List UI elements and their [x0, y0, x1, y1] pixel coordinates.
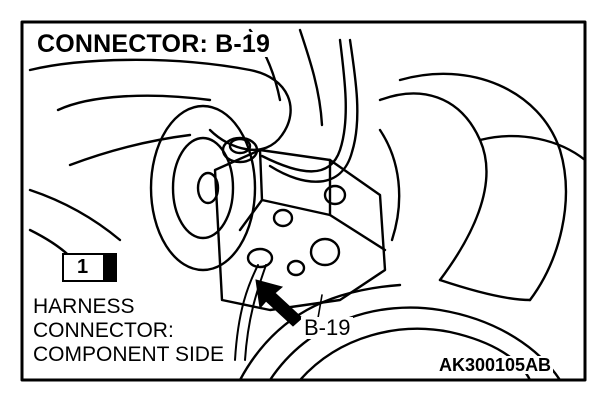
pump-body: [213, 148, 387, 312]
reference-number: 1: [77, 256, 89, 278]
hose: [378, 92, 488, 282]
reference-box-bar: [103, 255, 115, 280]
connector-arrow: [255, 279, 303, 327]
reference-number-box: 1: [62, 253, 117, 282]
pipe: [260, 38, 347, 173]
diagram-title: CONNECTOR: B-19: [35, 30, 273, 58]
connector-callout-label: B-19: [301, 317, 354, 339]
harness-label-line-2: CONNECTOR:: [33, 319, 174, 342]
callout-leader: [317, 294, 323, 319]
figure-code: AK300105AB: [437, 355, 554, 375]
harness-label-line-1: HARNESS: [33, 295, 135, 318]
harness-wire: [234, 264, 259, 361]
pulley: [149, 104, 257, 272]
connector: [246, 247, 274, 269]
figure-frame: [20, 20, 587, 382]
harness-label-line-3: COMPONENT SIDE: [33, 343, 226, 366]
